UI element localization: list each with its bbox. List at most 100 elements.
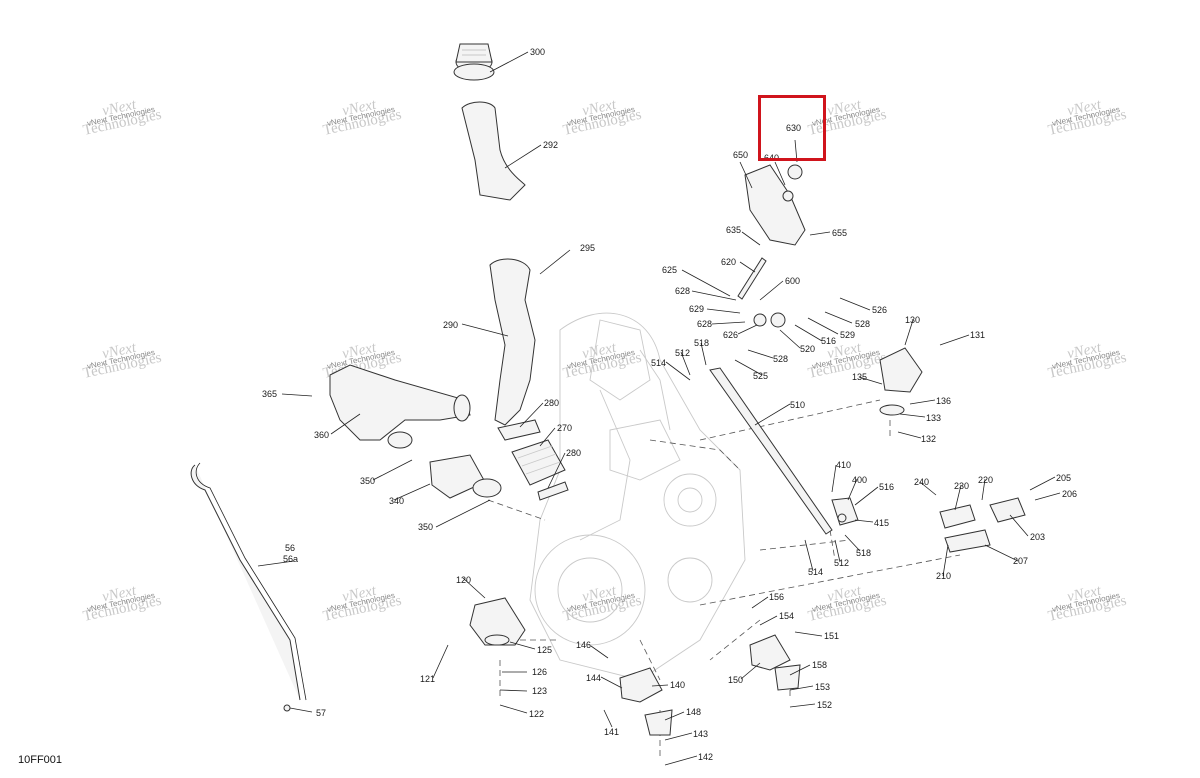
callout: 150	[728, 675, 743, 685]
callout: 152	[817, 700, 832, 710]
part-56-hose	[190, 462, 307, 712]
callout: 206	[1062, 489, 1077, 499]
svg-text:vNext: vNext	[341, 583, 379, 606]
part-292-hose	[461, 101, 526, 201]
callout: 626	[723, 330, 738, 340]
callout: 516	[821, 336, 836, 346]
callout: 57	[316, 708, 326, 718]
callout: 528	[773, 354, 788, 364]
callout: 144	[586, 673, 601, 683]
callout: 153	[815, 682, 830, 692]
callout: 121	[420, 674, 435, 684]
callout: 514	[651, 358, 666, 368]
callout: 295	[580, 243, 595, 253]
callout: 630	[786, 123, 801, 133]
callout: 525	[753, 371, 768, 381]
part-620-link	[737, 257, 786, 328]
callout: 628	[675, 286, 690, 296]
callout: 123	[532, 686, 547, 696]
callout: 133	[926, 413, 941, 423]
callout: 131	[970, 330, 985, 340]
callout: 360	[314, 430, 329, 440]
svg-text:vNext: vNext	[101, 340, 139, 363]
part-290-duct	[489, 258, 536, 426]
engine-outline	[529, 312, 746, 681]
callout: 156	[769, 592, 784, 602]
callout: 300	[530, 47, 545, 57]
svg-text:vNext: vNext	[1066, 97, 1104, 120]
svg-text:vNext: vNext	[1066, 583, 1104, 606]
svg-text:vNext: vNext	[581, 340, 619, 363]
callout: 270	[557, 423, 572, 433]
callout: 126	[532, 667, 547, 677]
part-360-airbox-tube	[329, 364, 471, 441]
part-400-bracket	[831, 497, 859, 526]
figure-code: 10FF001	[18, 754, 63, 766]
callout: 205	[1056, 473, 1071, 483]
callout: 400	[852, 475, 867, 485]
callout: 292	[543, 140, 558, 150]
callout: 512	[675, 348, 690, 358]
callout: 154	[779, 611, 794, 621]
callout: 350	[360, 476, 375, 486]
callout: 280	[544, 398, 559, 408]
callout: 130	[905, 315, 920, 325]
part-510-shift-rod	[709, 367, 833, 535]
callout: 510	[790, 400, 805, 410]
part-300-cap	[453, 43, 495, 81]
dashed-lines	[487, 399, 961, 760]
part-140-mount	[619, 667, 673, 736]
callout: 415	[874, 518, 889, 528]
part-130-mount	[879, 347, 923, 416]
part-150-mount	[749, 634, 801, 691]
callout: 143	[693, 729, 708, 739]
callout: 340	[389, 496, 404, 506]
callout: 528	[855, 319, 870, 329]
callout-labels: 300 292 295 290 365 360 350 340 350 280 …	[262, 47, 1077, 762]
callout: 230	[954, 481, 969, 491]
callout: 120	[456, 575, 471, 585]
callout: 140	[670, 680, 685, 690]
callout: 518	[856, 548, 871, 558]
callout: 56a	[283, 554, 298, 564]
callout: 635	[726, 225, 741, 235]
callout: 350	[418, 522, 433, 532]
svg-text:vNext: vNext	[581, 583, 619, 606]
callout: 210	[936, 571, 951, 581]
svg-text:vNext: vNext	[581, 97, 619, 120]
highlight-box	[758, 95, 826, 161]
leader-lines	[257, 51, 1061, 766]
callout: 122	[529, 709, 544, 719]
callout: 207	[1013, 556, 1028, 566]
callout: 529	[840, 330, 855, 340]
svg-text:vNext: vNext	[101, 97, 139, 120]
callout: 148	[686, 707, 701, 717]
callout: 629	[689, 304, 704, 314]
callout: 655	[832, 228, 847, 238]
callout: 135	[852, 372, 867, 382]
callout: 512	[834, 558, 849, 568]
callout: 125	[537, 645, 552, 655]
callout: 203	[1030, 532, 1045, 542]
callout: 628	[697, 319, 712, 329]
svg-text:vNext: vNext	[826, 97, 864, 120]
callout: 518	[694, 338, 709, 348]
part-340-coupler	[387, 431, 502, 499]
part-270-filter	[497, 419, 569, 501]
svg-text:vNext: vNext	[101, 583, 139, 606]
svg-text:vNext: vNext	[826, 340, 864, 363]
part-650-shifter-bracket	[744, 164, 806, 246]
